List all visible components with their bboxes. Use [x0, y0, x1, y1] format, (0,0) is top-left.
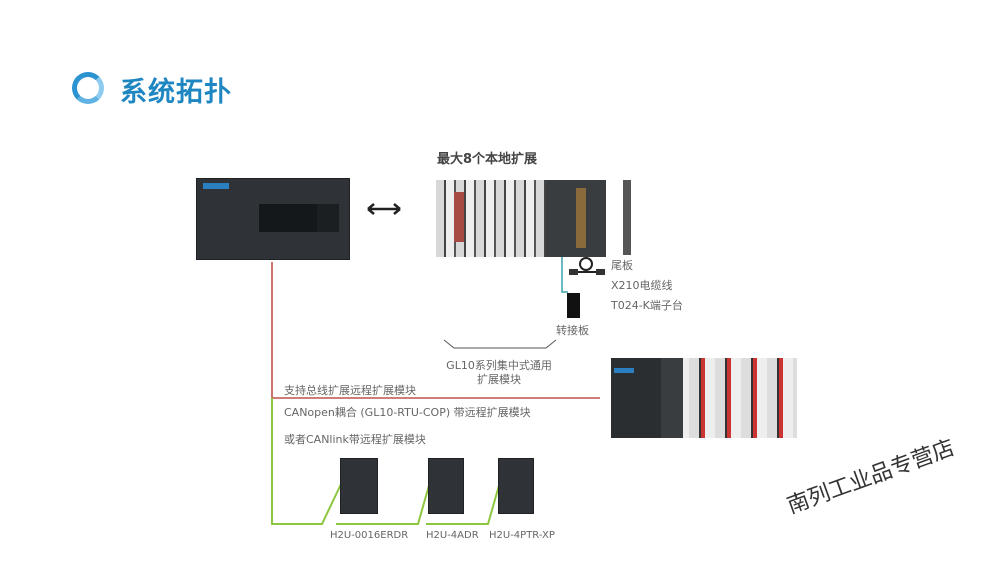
- tail-plate-image: [623, 180, 631, 255]
- page-title: 系统拓扑: [120, 77, 232, 108]
- main-plc-image: [196, 178, 350, 260]
- gl10-expansion-rack-image: [436, 180, 606, 257]
- can-line: [271, 398, 501, 525]
- tail-plate-label: 尾板: [611, 259, 633, 272]
- adapter-board-image: [567, 293, 580, 318]
- bidirectional-arrow-icon: [367, 203, 401, 215]
- module-image-0016erdr: [340, 458, 378, 514]
- local-expansion-heading: 最大8个本地扩展: [437, 152, 538, 167]
- ring-icon: [72, 72, 104, 104]
- am600-rack-image: [611, 358, 797, 438]
- bus-text: 支持总线扩展远程扩展模块: [284, 384, 416, 397]
- module-image-4ptr: [498, 458, 534, 514]
- module-label: H2U-0016ERDR: [330, 530, 409, 541]
- canopen-text: CANopen耦合 (GL10-RTU-COP) 带远程扩展模块: [284, 406, 531, 419]
- adapter-label: 转接板: [556, 324, 589, 337]
- canlink-text: 或者CANlink带远程扩展模块: [284, 433, 426, 446]
- terminal-label: T024-K端子台: [611, 299, 683, 312]
- module-image-4adr: [428, 458, 464, 514]
- gl10-caption-2: 扩展模块: [477, 373, 521, 386]
- gl10-caption-1: GL10系列集中式通用: [446, 359, 552, 372]
- bracket: [443, 339, 557, 349]
- module-label: H2U-4PTR-XP: [489, 530, 555, 541]
- cable-icon: [569, 257, 605, 275]
- cable-label: X210电缆线: [611, 279, 673, 292]
- module-label: H2U-4ADR: [426, 530, 479, 541]
